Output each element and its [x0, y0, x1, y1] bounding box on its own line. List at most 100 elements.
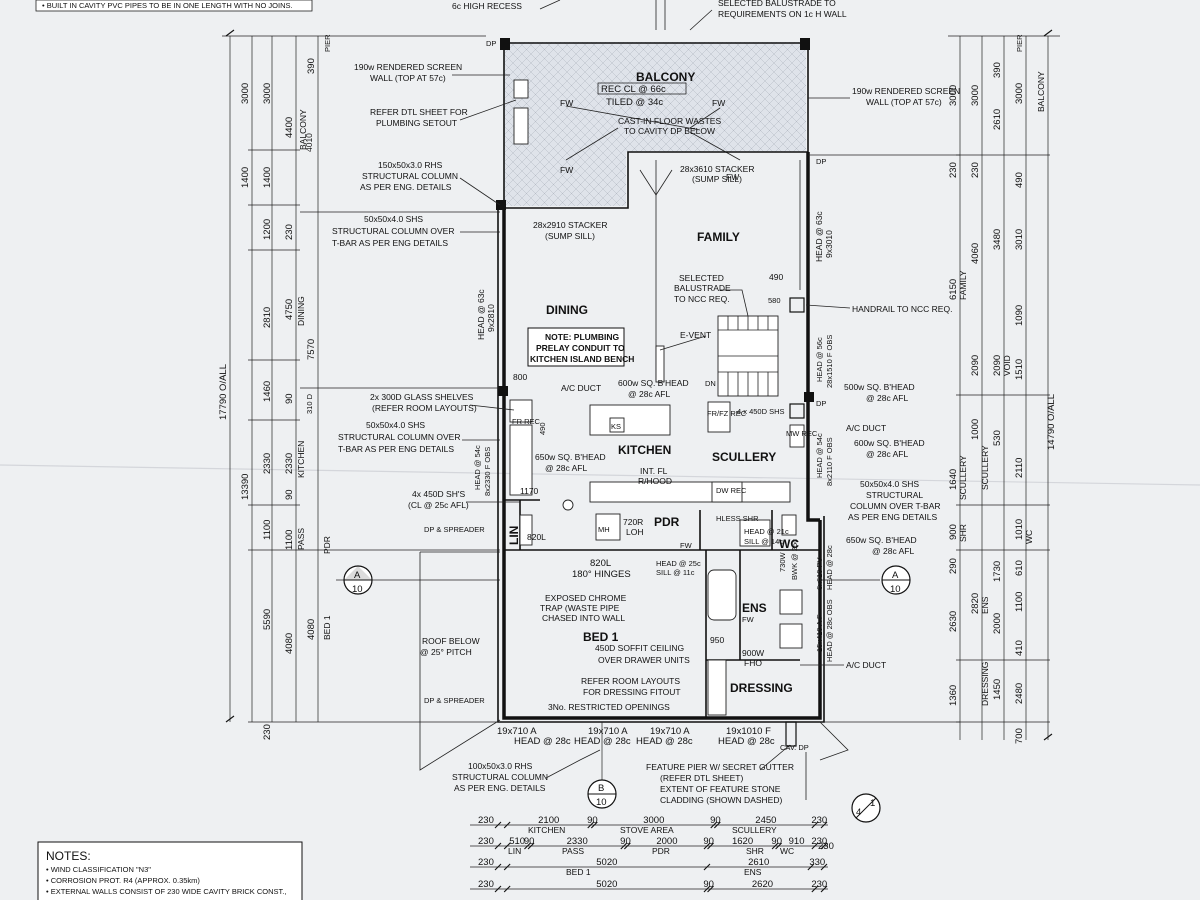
- bottom-dim-value: 230: [478, 815, 494, 826]
- dim-r1: 3000: [948, 85, 959, 106]
- shs-col-r-1: 50x50x4.0 SHS: [860, 479, 919, 489]
- dw-rec: DW REC: [716, 486, 747, 495]
- dim-s13: 2000: [992, 613, 1003, 634]
- bottom-dim-tick: [524, 842, 531, 850]
- dim-900w: 900W: [742, 648, 764, 658]
- mh-label: MH: [598, 525, 610, 534]
- bottom-dim-tick: [527, 842, 535, 850]
- bottom-dim-tick: [620, 842, 628, 850]
- dim-m6: 90: [284, 393, 295, 404]
- dim-r8: 1360: [948, 685, 959, 706]
- lab-scullery-r: SCULLERY: [958, 455, 968, 500]
- bhead-r1-b: @ 28c AFL: [866, 393, 908, 403]
- dim-s12: 2820: [970, 593, 981, 614]
- bwk: BWK @ 25c: [790, 539, 799, 580]
- frfz-rec: FR/FZ REC: [707, 409, 747, 418]
- window-2: 19x710 A: [588, 726, 628, 737]
- event-label: E-VENT: [680, 330, 711, 340]
- roof-below-1: ROOF BELOW: [422, 636, 480, 646]
- head-ens: 15x410 A F: [815, 614, 824, 652]
- note-item-3: • EXTERNAL WALLS CONSIST OF 230 WIDE CAV…: [46, 887, 286, 896]
- dim-s7: 2090: [970, 355, 981, 376]
- bottom-dim-tick: [494, 842, 502, 850]
- bottom-dim-tick: [707, 885, 714, 893]
- dim-t4: 1090: [1014, 305, 1025, 326]
- plumbing-dtl-1: REFER DTL SHEET FOR: [370, 107, 468, 117]
- dim-t12: 700: [1014, 728, 1025, 744]
- loh: LOH: [626, 527, 643, 537]
- notes-title: NOTES:: [46, 849, 91, 863]
- bottom-dim-tick: [590, 821, 598, 829]
- shs-col-r-4: AS PER ENG DETAILS: [848, 512, 937, 522]
- soffit-2: OVER DRAWER UNITS: [598, 655, 690, 665]
- dim-m4: 4750: [284, 299, 295, 320]
- room-pdr: PDR: [654, 515, 680, 529]
- screen-right-2: WALL (TOP AT 57c): [866, 97, 942, 107]
- hless-shr: HLESS SHR: [716, 514, 759, 523]
- dim-490-top: 490: [769, 272, 783, 282]
- bottom-dim-label: SCULLERY: [732, 825, 777, 835]
- lab-310-left: 310 D: [305, 393, 314, 414]
- shs-col-3: T-BAR AS PER ENG DETAILS: [332, 238, 448, 248]
- dim-t6: 2110: [1014, 458, 1025, 478]
- dim-overall-left: 17790 O/ALL: [218, 364, 229, 420]
- roof-below-2: @ 25° PITCH: [420, 647, 472, 657]
- bottom-dim-tick: [703, 842, 711, 850]
- bottom-dim-value: 2610: [748, 857, 769, 868]
- lab-pier-left: PIER: [323, 34, 332, 52]
- bottom-dim-value: 230: [811, 815, 827, 826]
- dim-m3: 1400: [262, 167, 273, 188]
- shs-col-1: 50x50x4.0 SHS: [364, 214, 423, 224]
- head-54-right: HEAD @ 54c: [815, 433, 824, 478]
- bottom-dim-tick: [503, 863, 511, 871]
- right-callouts: 190w RENDERED SCREEN WALL (TOP AT 57c) H…: [800, 86, 960, 670]
- mw-rec: MW REC: [786, 429, 818, 438]
- bottom-dim-label: ENS: [744, 867, 762, 877]
- room-labels: FAMILY DINING KITCHEN SCULLERY PDR WC EN…: [507, 230, 799, 695]
- dim-800: 800: [513, 372, 527, 382]
- lab-ens-r: ENS: [980, 596, 990, 614]
- shelves-450: 4 x 450D SHS: [737, 407, 785, 416]
- lab-family-r: FAMILY: [958, 270, 968, 300]
- fw-1: FW: [560, 98, 573, 108]
- head-21: HEAD @ 21c: [744, 527, 789, 536]
- head-63-left-2: 9x2810: [486, 304, 496, 332]
- ac-duct-3: A/C DUCT: [846, 660, 886, 670]
- kitchen-benches: KS: [509, 345, 805, 511]
- top-notes: • BUILT IN CAVITY PVC PIPES TO BE IN ONE…: [35, 0, 847, 31]
- rhs-col-3: AS PER ENG. DETAILS: [360, 182, 452, 192]
- dim-s10: 530: [992, 430, 1003, 446]
- dim-m7: 90: [284, 489, 295, 500]
- stair: DN: [705, 297, 805, 419]
- rhs-col-2: STRUCTURAL COLUMN: [362, 171, 458, 181]
- note-line-1: NOTE: PLUMBING: [545, 332, 620, 342]
- bottom-dim-tick: [820, 821, 828, 829]
- bhead-1a: 600w SQ. B'HEAD: [618, 378, 689, 388]
- bottom-dim-label: PDR: [652, 846, 670, 856]
- shs-450-1: 4x 450D SH'S: [412, 489, 465, 499]
- dim-t10: 410: [1014, 640, 1025, 656]
- dim-l8: 5590: [262, 609, 273, 630]
- lab-wc-r: WC: [1024, 530, 1034, 544]
- section-a-left-num: 10: [352, 584, 363, 595]
- dim-t8: 610: [1014, 560, 1025, 576]
- fho: FHO: [744, 658, 762, 668]
- int-fl: INT. FL: [640, 466, 668, 476]
- dim-r5: 900: [948, 524, 959, 540]
- balcony-rec: REC CL @ 66c: [601, 84, 666, 95]
- bottom-dim-value: 1620: [732, 836, 753, 847]
- balustrade-1: SELECTED: [679, 273, 724, 283]
- dim-m5: 7570: [306, 339, 317, 360]
- rhs-b-2: STRUCTURAL COLUMN: [452, 772, 548, 782]
- balustrade-2: BALUSTRADE: [674, 283, 731, 293]
- ac-duct-2: A/C DUCT: [846, 423, 886, 433]
- bhead-1b: @ 28c AFL: [628, 389, 670, 399]
- lab-balcony-left: BALCONY: [298, 109, 308, 150]
- refer-layouts-1: REFER ROOM LAYOUTS: [581, 676, 680, 686]
- hinges-1: 820L: [590, 558, 611, 569]
- dp-spreader-2: DP & SPREADER: [424, 696, 485, 705]
- dim-m1: 3000: [262, 83, 273, 104]
- dim-overall-right: 14790 O/ALL: [1046, 394, 1057, 450]
- bottom-dim-value: 5020: [596, 857, 617, 868]
